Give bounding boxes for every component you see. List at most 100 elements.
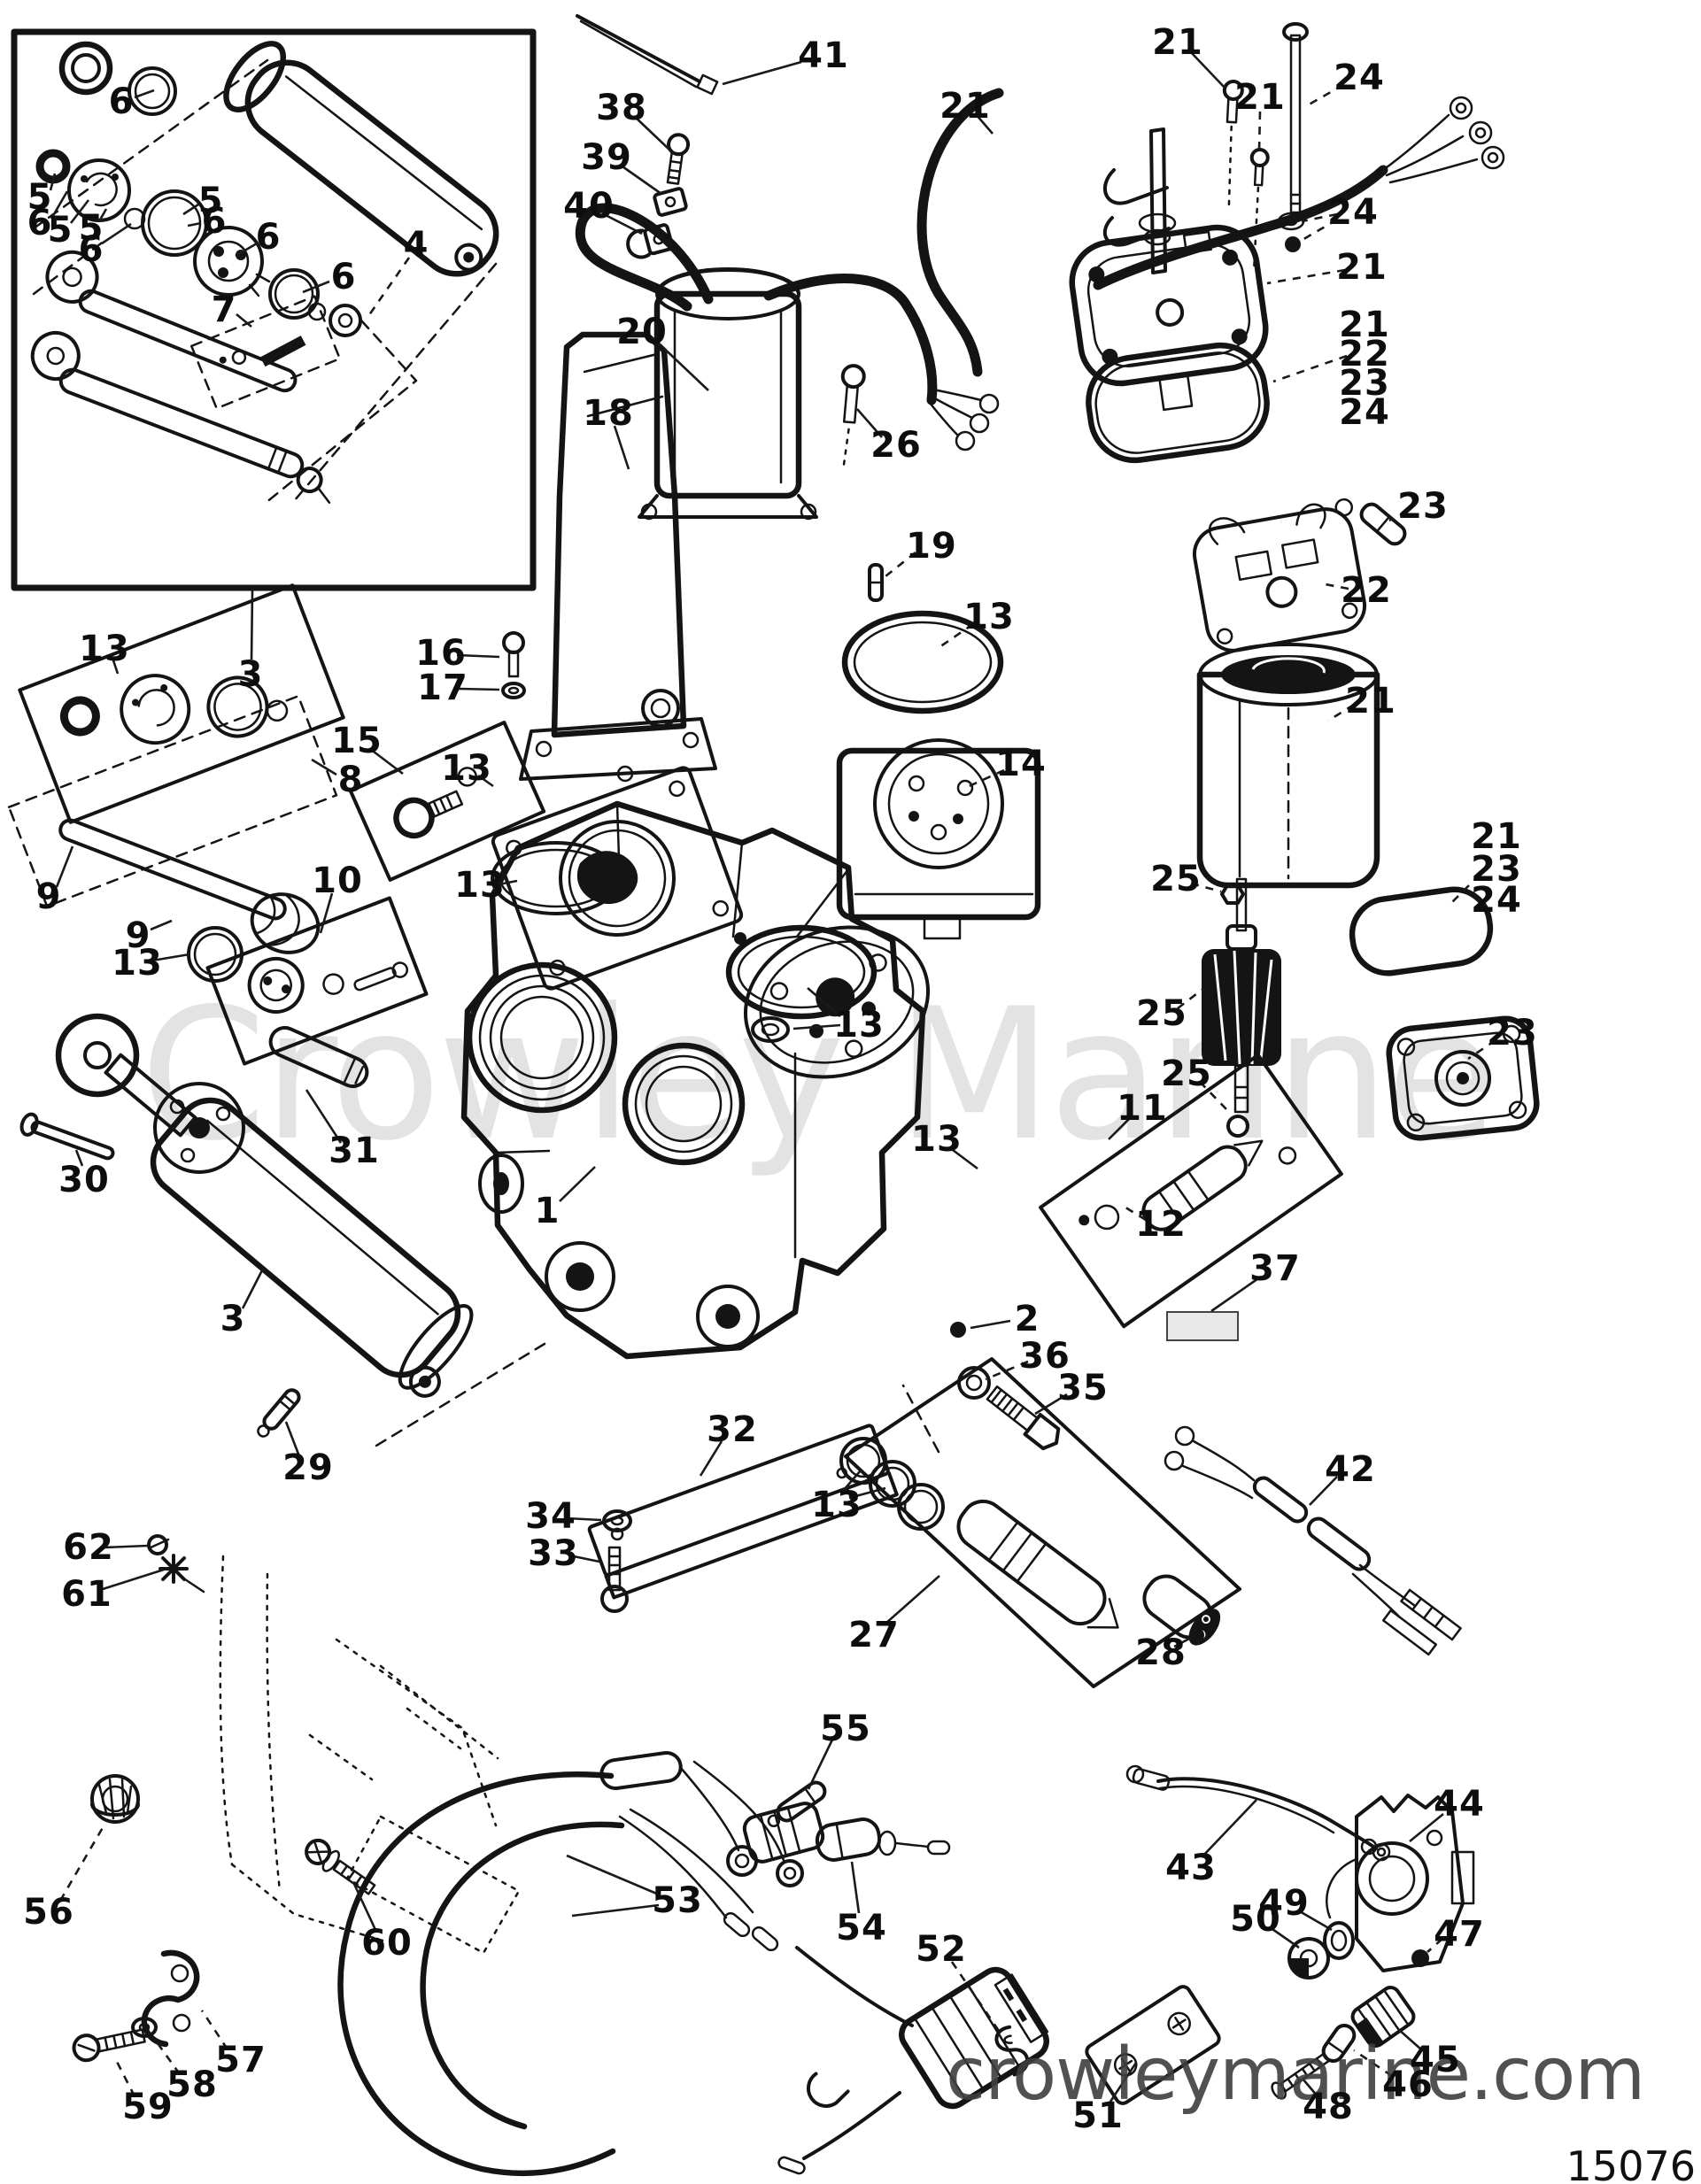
callout-41: 41 <box>798 35 849 76</box>
part-15-fill-plug-kit <box>348 721 546 882</box>
leader-line-61 <box>102 1568 165 1591</box>
leader-line-13 <box>936 622 974 651</box>
leader-line-56 <box>58 1824 106 1902</box>
part-1-manifold-body <box>460 766 931 1360</box>
part-28-grease-dot <box>1190 1628 1204 1642</box>
callout-23: 23 <box>1487 1013 1538 1053</box>
part-48-screw <box>1271 2052 1331 2100</box>
part-9-piston-rod <box>58 818 321 954</box>
callout-44: 44 <box>1434 1784 1485 1825</box>
callout-47: 47 <box>1434 1914 1485 1955</box>
callout-14: 14 <box>995 744 1047 784</box>
callout-24: 24 <box>1471 880 1522 921</box>
part-2-grease-dot <box>950 1322 966 1338</box>
part-6-piston-oring <box>268 268 320 320</box>
leader-line-24 <box>1301 212 1338 223</box>
part-49-seal <box>1323 1921 1355 1960</box>
callout-32: 32 <box>707 1409 758 1450</box>
callout-61: 61 <box>61 1574 112 1615</box>
callout-13: 13 <box>911 1119 963 1160</box>
part-cylinder-rod-lower <box>30 330 331 505</box>
part-43-ground-wire <box>1125 1764 1391 1862</box>
leader-line-39 <box>619 163 662 196</box>
callout-22: 22 <box>1339 334 1390 374</box>
part-60-screw <box>305 1838 376 1895</box>
leader-line-24 <box>1303 83 1344 109</box>
part-53-wire-harness <box>337 1750 1049 2176</box>
leader-line-21 <box>1189 50 1226 89</box>
part-22-brush-plate <box>1192 503 1367 652</box>
leader-line-13 <box>493 879 518 887</box>
callout-6: 6 <box>27 203 53 243</box>
callout-31: 31 <box>329 1131 380 1171</box>
part-24-long-bolt <box>1282 22 1309 221</box>
part-21-motor-frame <box>1196 643 1380 889</box>
callout-45: 45 <box>1410 2040 1461 2080</box>
callout-27: 27 <box>848 1615 900 1655</box>
part-33-screw <box>600 1546 629 1613</box>
part-inset-box <box>11 28 537 591</box>
part-35-bolt <box>986 1385 1061 1451</box>
part-54-fuse-assembly <box>742 1802 951 1864</box>
callout-4: 4 <box>403 225 429 266</box>
callout-46: 46 <box>1382 2064 1434 2105</box>
leader-line-8 <box>311 758 337 776</box>
part-13-oring-pump <box>841 610 1004 714</box>
part-6-washer <box>329 304 362 337</box>
callout-13: 13 <box>833 1005 885 1046</box>
callout-51: 51 <box>1072 2095 1124 2136</box>
part-57-clamp <box>141 1949 200 2048</box>
callout-17: 17 <box>417 668 468 708</box>
leader-lines-layer <box>49 50 1496 2105</box>
leader-line-57 <box>200 2010 229 2050</box>
leader-line-59 <box>112 2056 136 2097</box>
part-25-nut-upper <box>1220 884 1245 905</box>
part-41-cable-tie <box>576 14 719 96</box>
callout-6: 6 <box>255 217 282 258</box>
part-56-nut <box>90 1774 140 1824</box>
callout-48: 48 <box>1303 2087 1354 2127</box>
leader-line-5 <box>97 208 108 222</box>
doc-number: 15076 <box>1566 2142 1696 2184</box>
callout-42: 42 <box>1325 1449 1376 1490</box>
leader-line-43 <box>1201 1799 1257 1858</box>
leader-line-9 <box>55 845 74 888</box>
leader-line-23 <box>1388 510 1408 522</box>
callout-23: 23 <box>1471 849 1522 890</box>
callout-9: 9 <box>35 876 62 917</box>
leader-line-11 <box>1108 1116 1132 1140</box>
callout-60: 60 <box>361 1923 413 1964</box>
leader-line-13 <box>848 1486 886 1500</box>
callout-26: 26 <box>870 425 922 466</box>
leader-line-55 <box>807 1739 834 1790</box>
callout-21: 21 <box>1336 247 1388 288</box>
callout-9: 9 <box>125 915 151 956</box>
leader-line-31 <box>305 1089 343 1144</box>
leader-line-54 <box>850 1861 861 1914</box>
callout-25: 25 <box>1161 1053 1212 1094</box>
leader-line-24 <box>1300 218 1338 243</box>
callout-62: 62 <box>63 1527 114 1568</box>
part-17-washer <box>501 682 526 699</box>
leader-line-7 <box>236 313 252 328</box>
callout-23: 23 <box>1339 363 1390 404</box>
callout-13: 13 <box>811 1485 862 1525</box>
callout-21: 21 <box>1345 681 1396 722</box>
leader-line-25 <box>1199 1081 1229 1112</box>
part-23-brush <box>1334 498 1407 546</box>
part-50-cap <box>1287 1937 1330 1979</box>
leader-line-16 <box>456 653 500 659</box>
leader-line-26 <box>856 408 883 438</box>
part-5-piston <box>193 226 271 297</box>
leader-line-35 <box>1034 1393 1068 1416</box>
callout-13: 13 <box>112 943 163 984</box>
leader-line-37 <box>1210 1275 1262 1313</box>
leader-line-21 <box>975 113 994 135</box>
leader-line-13 <box>111 657 120 675</box>
callout-59: 59 <box>122 2087 174 2127</box>
leader-line-15 <box>369 747 404 776</box>
callout-15: 15 <box>331 721 383 761</box>
leader-line-53 <box>571 1903 660 1918</box>
